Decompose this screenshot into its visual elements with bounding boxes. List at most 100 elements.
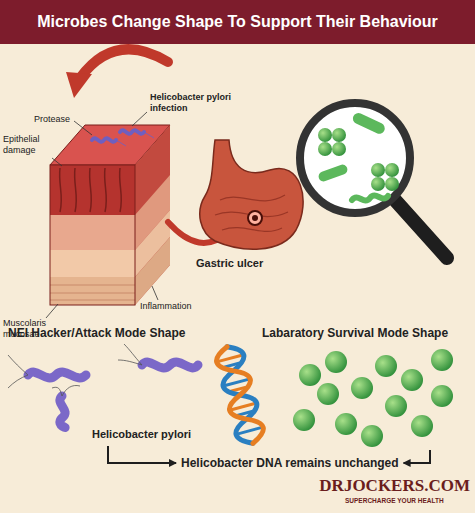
coccoid-bacteria [293, 409, 315, 431]
magnifier [318, 128, 399, 191]
infection-arrow [66, 49, 168, 98]
magnifier [317, 163, 349, 183]
tissue-block [50, 215, 135, 250]
magnifier [300, 103, 447, 258]
leader-line [132, 112, 147, 126]
tissue-block [75, 168, 77, 212]
tissue-block [120, 130, 144, 133]
coccoid-bacteria [431, 349, 453, 371]
stomach-drawing [200, 140, 303, 249]
coccoid-bacteria [361, 425, 383, 447]
coccoid-bacteria [325, 351, 347, 373]
coccoid-bacteria [431, 385, 453, 407]
coccoid-bacteria [351, 377, 373, 399]
dna-helix [214, 343, 267, 447]
watermark: DRJOCKERS.COM [319, 476, 470, 496]
tissue-block [50, 285, 135, 300]
tissue-block [144, 132, 154, 138]
callout-label: Gastric ulcer [196, 257, 263, 270]
section-heading: NEI Hacker/Attack Mode Shape [8, 326, 185, 340]
stomach-drawing [215, 195, 288, 231]
dna-arrow [108, 446, 176, 463]
dna-helix [225, 379, 248, 385]
tissue-block [116, 132, 154, 146]
spiral-bacteria [60, 396, 65, 428]
dna-helix [238, 428, 261, 434]
tissue-block [60, 168, 122, 212]
infection-arrow [80, 49, 168, 78]
coccoid-bacteria [401, 369, 423, 391]
callout-label: Inflammation [140, 301, 192, 312]
coccoid-bacteria [375, 355, 397, 377]
leader-line [152, 286, 158, 300]
tissue-block [135, 125, 170, 305]
spiral-bacteria [62, 385, 80, 396]
stomach-drawing [248, 211, 262, 225]
magnifier [318, 128, 332, 142]
tissue-block [116, 140, 126, 146]
magnifier [332, 142, 346, 156]
tissue-block [90, 168, 92, 212]
stomach-drawing [220, 195, 285, 201]
dna-helix [214, 343, 267, 447]
tissue-block [50, 293, 135, 294]
tissue-block [135, 237, 170, 305]
tissue-block [50, 125, 170, 305]
spiral-bacteria [8, 344, 198, 428]
coccoid-bacteria [317, 383, 339, 405]
tissue-block [120, 168, 122, 212]
dna-helix [232, 403, 255, 409]
leader-line [46, 304, 58, 318]
tissue-block [60, 168, 62, 212]
tissue-block [50, 285, 135, 286]
stomach-drawing [200, 140, 303, 249]
magnifier [352, 195, 388, 200]
title-banner [0, 0, 475, 44]
magnifier [371, 163, 385, 177]
tissue-block [50, 165, 135, 305]
magnifier [351, 111, 386, 135]
tissue-block [50, 277, 135, 305]
spiral-bacteria [8, 355, 28, 375]
leader-line [52, 158, 62, 166]
spiral-bacteria [28, 372, 86, 378]
tissue-block [50, 165, 135, 215]
section-heading: Labaratory Survival Mode Shape [262, 326, 448, 340]
stomach-drawing [222, 228, 282, 232]
dna-helix [214, 343, 267, 447]
spiral-bacteria [28, 362, 198, 427]
result-note: Helicobacter DNA remains unchanged [181, 456, 399, 470]
magnifier [371, 177, 385, 191]
tissue-block [50, 300, 135, 301]
spiral-bacteria [142, 362, 198, 368]
leader-line [46, 112, 158, 318]
spiral-bacteria [52, 387, 62, 396]
magnifier [395, 200, 447, 258]
spiral-bacteria [118, 360, 142, 365]
tissue-block [105, 168, 107, 212]
magnifier [385, 163, 399, 177]
coccoid-bacteria [293, 349, 453, 447]
spiral-bacteria [124, 344, 142, 365]
spiral-bacteria [8, 375, 28, 388]
coccoid-bacteria [411, 415, 433, 437]
leader-line [74, 121, 92, 135]
magnifier [332, 128, 346, 142]
coccoid-bacteria [385, 395, 407, 417]
dna-helix [219, 355, 242, 361]
tissue-block [50, 250, 135, 277]
callout-label: Epithelial damage [3, 134, 51, 156]
coccoid-bacteria [299, 364, 321, 386]
coccoid-bacteria [335, 413, 357, 435]
magnifier [385, 177, 399, 191]
tissue-block [92, 138, 116, 141]
title-text: Microbes Change Shape To Support Their B… [0, 0, 475, 44]
infection-arrow [66, 72, 92, 98]
watermark: SUPERCHARGE YOUR HEALTH [345, 497, 444, 505]
dna-arrow [404, 450, 430, 463]
spiral-bacteria [8, 344, 142, 396]
magnifier [318, 142, 332, 156]
